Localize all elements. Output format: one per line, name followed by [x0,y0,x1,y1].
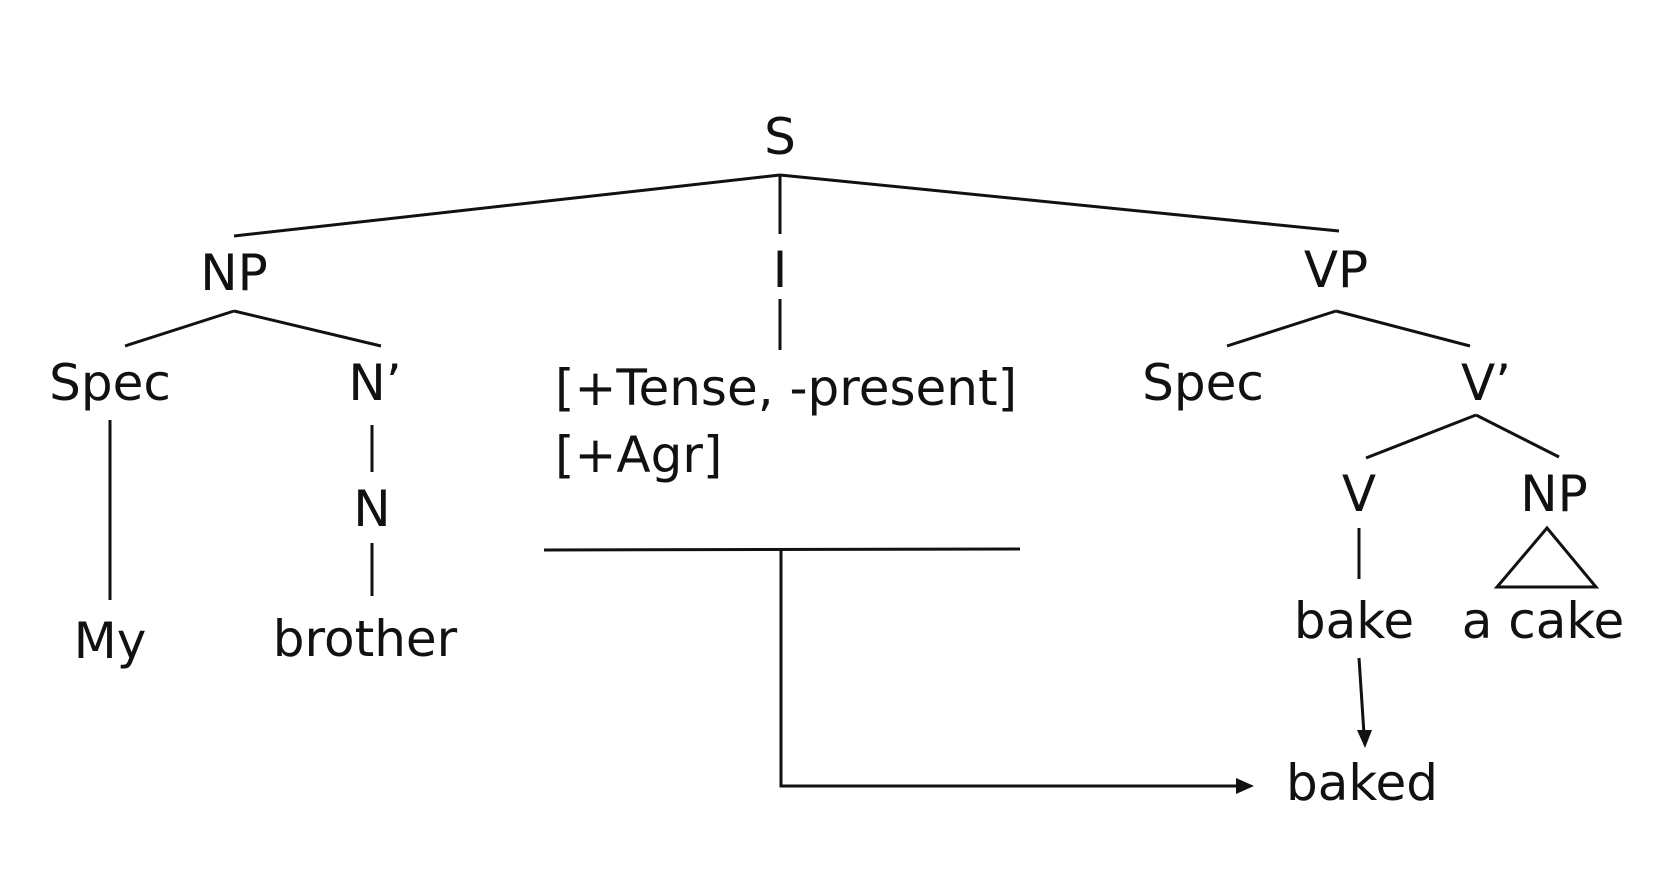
node-object-np: NP [1520,465,1588,523]
word-my: My [74,612,147,670]
node-nbar: N’ [348,354,401,412]
branch-vp-spec [1226,309,1337,348]
node-i: I [773,241,788,299]
node-v: V [1342,465,1376,523]
node-vp-spec: Spec [1142,354,1264,412]
affix-hop-arrowhead [1236,778,1254,794]
object-triangle [1493,525,1600,589]
branch-np-nbar [233,309,382,348]
branch-np-spec [124,309,235,348]
bake-to-baked-arrowhead [1357,730,1372,748]
branch-vbar-v [1365,413,1477,460]
bake-to-baked-arrow-line [1357,657,1366,735]
node-n: N [353,480,390,538]
node-subject-np: NP [200,244,268,302]
affix-bracket-bar [543,547,1021,552]
word-a-cake: a cake [1462,592,1625,650]
infl-features-agr: [+Agr] [555,426,722,484]
word-brother: brother [273,610,458,668]
branch-s-np [233,173,781,238]
node-vp: VP [1304,241,1368,299]
node-s: S [764,108,796,166]
branch-vbar-np [1475,413,1560,459]
infl-features-tense: [+Tense, -present] [555,359,1017,417]
word-baked: baked [1286,754,1438,812]
node-np-spec: Spec [49,354,171,412]
word-bake: bake [1294,592,1414,650]
branch-s-vp [779,173,1340,233]
affix-hop-path [779,550,1240,788]
branch-vp-vbar [1335,309,1471,348]
node-vbar: V’ [1461,354,1511,412]
